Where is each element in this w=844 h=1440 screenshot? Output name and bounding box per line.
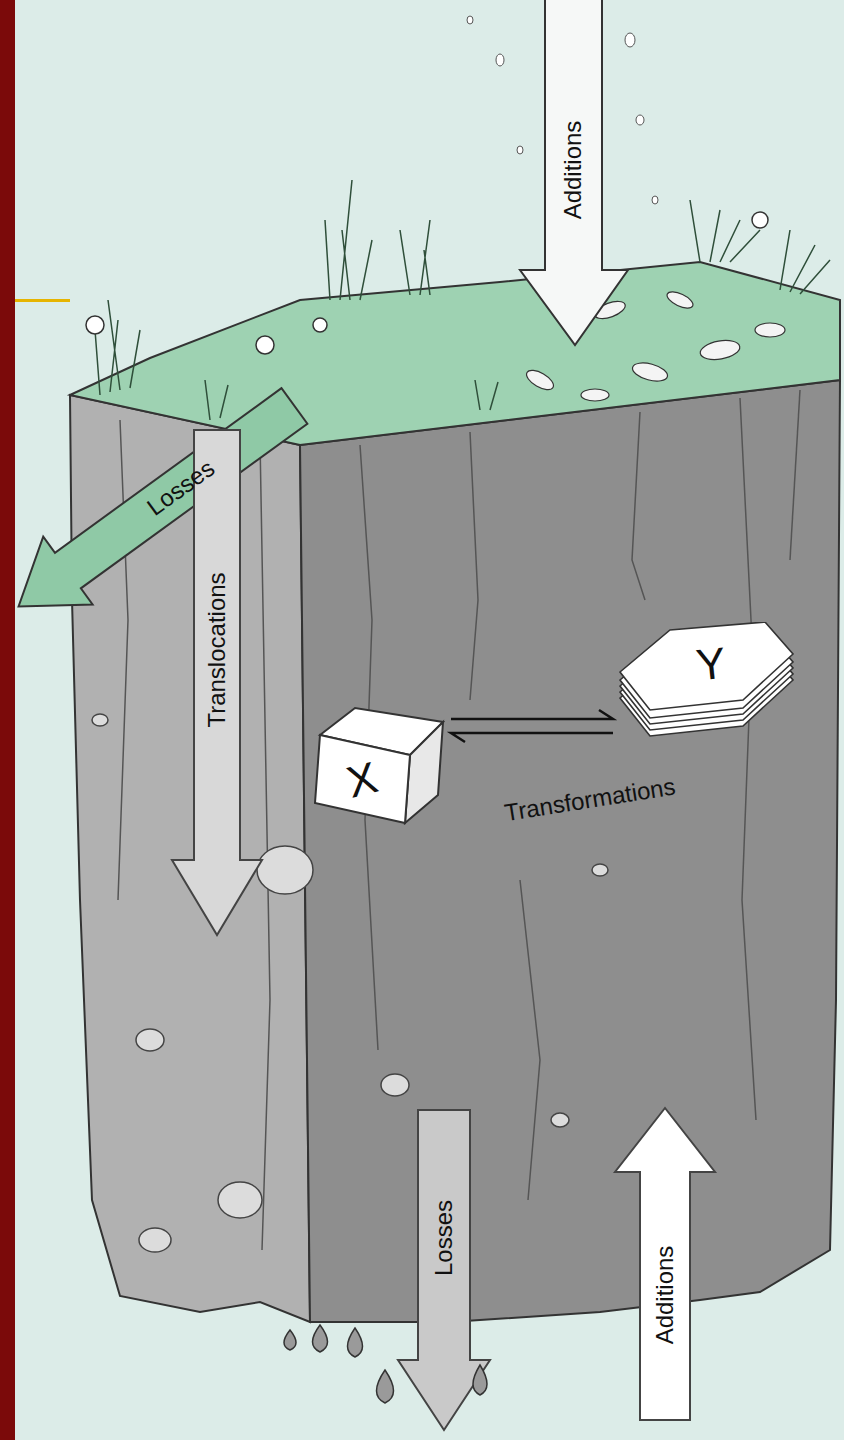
grass-blades xyxy=(95,180,830,420)
harpoon-arrow xyxy=(451,733,613,742)
process-label: Losses xyxy=(142,455,219,521)
node-outline xyxy=(310,700,445,825)
soil-front-face xyxy=(300,380,840,1322)
stones xyxy=(92,714,608,1252)
process-label: Translocations xyxy=(204,572,230,727)
additions-arrow-bottom xyxy=(615,1108,715,1420)
losses-arrow-bottom xyxy=(398,1110,490,1430)
grass-surface xyxy=(70,262,840,445)
process-label: Losses xyxy=(431,1200,457,1276)
mineral-hexagon: Y xyxy=(615,622,797,757)
flowers xyxy=(86,212,768,354)
mineral-letter: Y xyxy=(694,641,728,688)
harpoon-arrow xyxy=(451,710,613,719)
cube-face xyxy=(405,722,443,823)
losses-arrow-top xyxy=(0,372,319,640)
side-strip xyxy=(0,0,15,1440)
water-drops xyxy=(284,1325,487,1403)
process-label: Additions xyxy=(560,121,586,220)
accent-line xyxy=(15,299,70,302)
translocations-arrow xyxy=(172,430,262,935)
hexagon-layer xyxy=(620,622,793,710)
process-label: Additions xyxy=(652,1246,678,1345)
edge-label: Transformations xyxy=(503,773,678,826)
equilibrium-arrows xyxy=(451,710,613,742)
cube-face xyxy=(315,735,410,823)
mineral-cube: X xyxy=(310,700,445,825)
additions-arrow-top xyxy=(520,0,628,345)
